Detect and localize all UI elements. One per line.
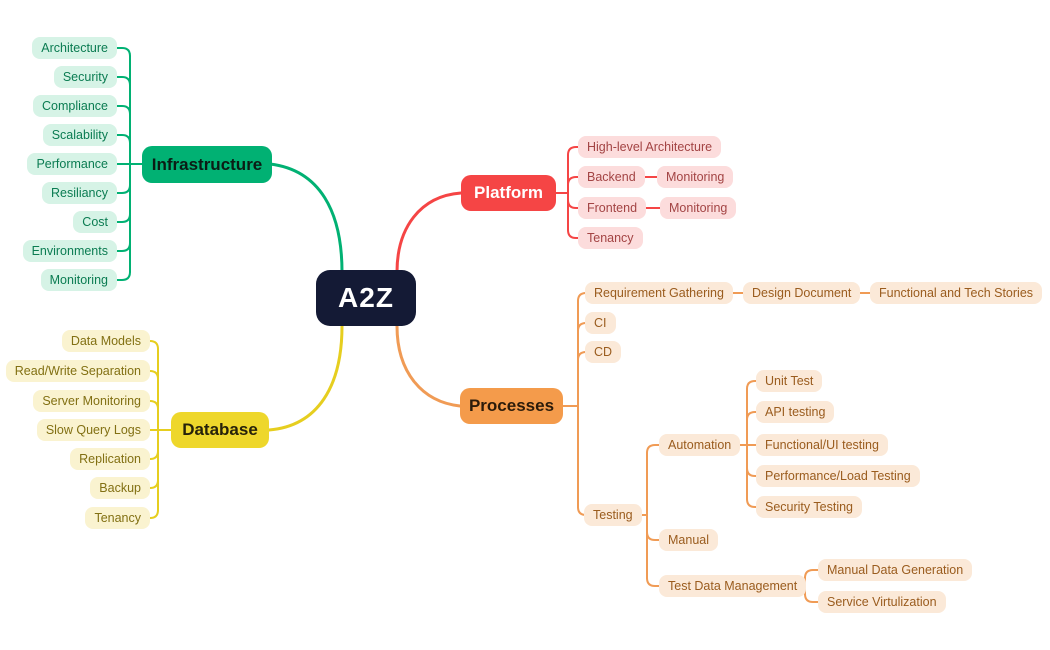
node-server-monitoring[interactable]: Server Monitoring — [33, 390, 150, 412]
node-performance-load-testing[interactable]: Performance/Load Testing — [756, 465, 920, 487]
connector-backend — [567, 176, 581, 186]
connector-tenancy-database — [149, 509, 159, 519]
connector-manual — [646, 531, 662, 541]
connector-server-monitoring — [149, 400, 159, 410]
node-ci[interactable]: CI — [585, 312, 616, 334]
node-test-data-management[interactable]: Test Data Management — [659, 575, 807, 597]
connector-api-testing — [746, 411, 759, 421]
node-monitoring-infra[interactable]: Monitoring — [40, 269, 117, 291]
node-architecture[interactable]: Architecture — [32, 37, 117, 59]
node-high-level-architecture[interactable]: High-level Architecture — [578, 136, 722, 158]
connector-read-write-separation — [149, 370, 159, 380]
node-cost[interactable]: Cost — [73, 211, 117, 233]
connector-automation — [646, 444, 662, 454]
connector-scalability — [116, 134, 131, 144]
node-tenancy-platform[interactable]: Tenancy — [578, 227, 643, 249]
node-service-virtulization[interactable]: Service Virtulization — [818, 591, 946, 613]
node-design-document[interactable]: Design Document — [743, 282, 861, 304]
connector-data-models — [149, 340, 159, 350]
connector-service-virtulization — [804, 593, 821, 603]
branch-node-database[interactable]: Database — [171, 412, 269, 448]
edge-root-platform — [395, 191, 463, 274]
node-backup[interactable]: Backup — [90, 477, 150, 499]
connector-security-testing — [746, 498, 759, 508]
connector-test-data-management — [646, 577, 662, 587]
database-connectors — [149, 324, 344, 519]
node-unit-test[interactable]: Unit Test — [756, 370, 823, 392]
node-cd[interactable]: CD — [585, 341, 622, 363]
branch-node-infrastructure[interactable]: Infrastructure — [142, 146, 272, 183]
connector-environments — [116, 242, 131, 252]
connector-manual-data-generation — [804, 569, 821, 579]
node-replication[interactable]: Replication — [70, 448, 150, 470]
connector-security — [116, 76, 131, 86]
connector-performance-load-testing — [746, 467, 759, 477]
edge-root-database — [267, 324, 344, 432]
node-performance[interactable]: Performance — [27, 153, 117, 175]
node-backend-monitoring[interactable]: Monitoring — [657, 166, 734, 188]
connector-compliance — [116, 105, 131, 115]
connector-unit-test — [746, 380, 759, 390]
infrastructure-connectors — [114, 47, 344, 281]
root-node-a2z[interactable]: A2Z — [316, 270, 416, 326]
node-api-testing[interactable]: API testing — [756, 401, 835, 423]
node-resiliancy[interactable]: Resiliancy — [42, 182, 117, 204]
connector-replication — [149, 450, 159, 460]
node-frontend[interactable]: Frontend — [578, 197, 647, 219]
node-manual-data-generation[interactable]: Manual Data Generation — [818, 559, 973, 581]
node-testing[interactable]: Testing — [584, 504, 642, 526]
node-backend[interactable]: Backend — [578, 166, 645, 188]
node-requirement-gathering[interactable]: Requirement Gathering — [585, 282, 733, 304]
node-security-testing[interactable]: Security Testing — [756, 496, 863, 518]
connector-frontend — [567, 199, 581, 209]
edge-root-infrastructure — [268, 162, 344, 274]
node-frontend-monitoring[interactable]: Monitoring — [660, 197, 737, 219]
node-functional-and-tech-stories[interactable]: Functional and Tech Stories — [870, 282, 1043, 304]
connector-cost — [116, 213, 131, 223]
node-automation[interactable]: Automation — [659, 434, 741, 456]
node-tenancy-database[interactable]: Tenancy — [85, 507, 150, 529]
connector-architecture — [116, 47, 131, 57]
node-read-write-separation[interactable]: Read/Write Separation — [5, 360, 150, 382]
node-environments[interactable]: Environments — [22, 240, 117, 262]
node-compliance[interactable]: Compliance — [32, 95, 117, 117]
edge-root-processes — [395, 324, 462, 408]
branch-node-platform[interactable]: Platform — [461, 175, 556, 211]
node-manual[interactable]: Manual — [659, 529, 718, 551]
connector-resiliancy — [116, 184, 131, 194]
node-security[interactable]: Security — [53, 66, 117, 88]
node-scalability[interactable]: Scalability — [42, 124, 117, 146]
connector-monitoring-infra — [116, 271, 131, 281]
branch-node-processes[interactable]: Processes — [460, 388, 563, 424]
connector-high-level-architecture — [567, 146, 581, 156]
connector-tenancy-platform — [567, 229, 581, 239]
node-slow-query-logs[interactable]: Slow Query Logs — [36, 419, 150, 441]
connector-backup — [149, 479, 159, 489]
node-data-models[interactable]: Data Models — [61, 330, 150, 352]
node-functional-ui-testing[interactable]: Functional/UI testing — [756, 434, 888, 456]
